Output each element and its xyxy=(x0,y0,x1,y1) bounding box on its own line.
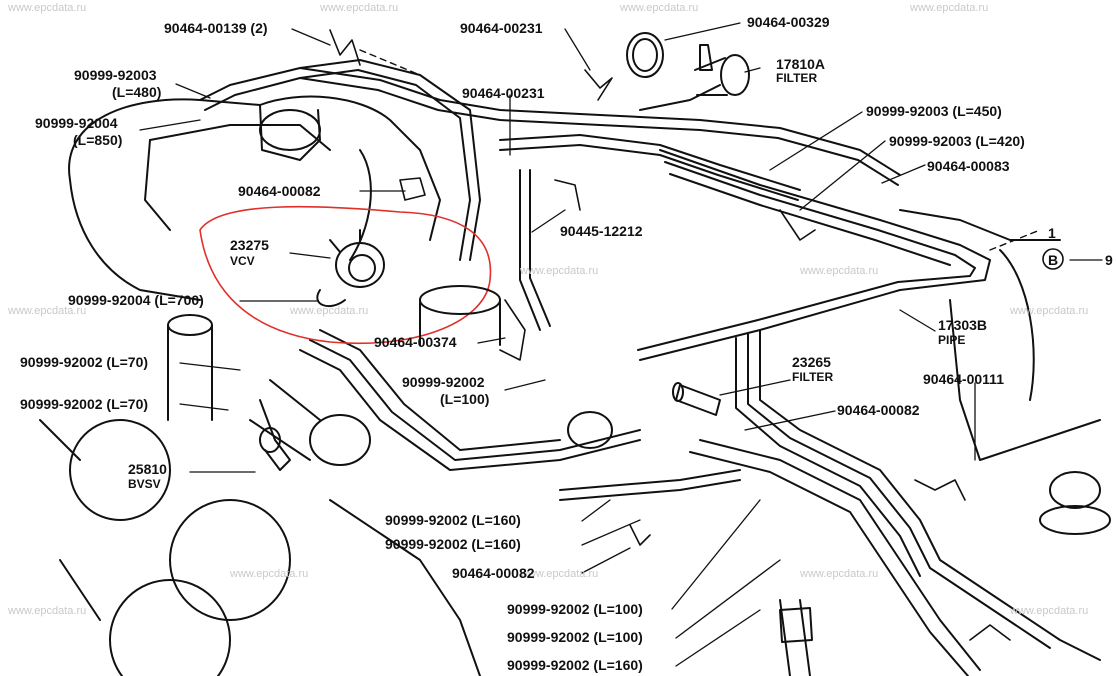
callout-90999-92002-l160-b: 90999-92002 (L=160) xyxy=(385,536,521,552)
pipe-bundle-right xyxy=(637,149,1101,676)
callout-23265-name: FILTER xyxy=(792,370,834,384)
callout-90999-92002-l100-a: 90999-92002 (L=100) xyxy=(507,601,643,617)
clamp-90464-00329 xyxy=(626,32,664,78)
watermark: www.epcdata.ru xyxy=(520,265,599,277)
watermark: www.epcdata.ru xyxy=(1010,305,1089,317)
callout-90999-92003-l480-length: (L=480) xyxy=(112,84,162,100)
callout-90999-92003-l420: 90999-92003 (L=420) xyxy=(889,133,1025,149)
callout-90999-92002-l160-c: 90999-92002 (L=160) xyxy=(507,657,643,673)
vcv-valve xyxy=(316,229,385,308)
watermark: www.epcdata.ru xyxy=(8,2,87,14)
callout-25810-name: BVSV xyxy=(128,477,161,491)
watermark: www.epcdata.ru xyxy=(8,605,87,617)
callout-90999-92004-l850-length: (L=850) xyxy=(73,132,123,148)
callout-25810: 25810 xyxy=(128,461,167,477)
callout-90999-92003-l480: 90999-92003 xyxy=(74,67,157,83)
watermark: www.epcdata.ru xyxy=(1010,605,1089,617)
callout-17810a: 17810A xyxy=(776,56,826,72)
callout-90464-00082-mid: 90464-00082 xyxy=(837,402,920,418)
callout-90464-00083: 90464-00083 xyxy=(927,158,1010,174)
callout-17303b: 17303B xyxy=(938,317,988,333)
callout-90999-92002-l100-mid-length: (L=100) xyxy=(440,391,490,407)
callout-90464-00329: 90464-00329 xyxy=(747,14,830,30)
filter-17810a xyxy=(694,44,750,96)
watermark: www.epcdata.ru xyxy=(520,568,599,580)
callout-23265: 23265 xyxy=(792,354,831,370)
leader-lines xyxy=(139,22,1103,667)
watermark: www.epcdata.ru xyxy=(910,2,989,14)
callout-90464-00082-upper: 90464-00082 xyxy=(238,183,321,199)
callout-90999-92002-l160-a: 90999-92002 (L=160) xyxy=(385,512,521,528)
callout-90464-00374: 90464-00374 xyxy=(374,334,457,350)
filter-23265 xyxy=(672,382,721,416)
watermark: www.epcdata.ru xyxy=(230,568,309,580)
reference-number-1: 1 xyxy=(1048,225,1056,241)
reference-b-letter: B xyxy=(1048,252,1059,268)
callout-90999-92004-l700: 90999-92004 (L=700) xyxy=(68,292,204,308)
air-cleaner-outline xyxy=(68,95,441,301)
bvsv-valve xyxy=(259,399,291,471)
callout-90999-92004-l850: 90999-92004 xyxy=(35,115,118,131)
watermark: www.epcdata.ru xyxy=(800,265,879,277)
reference-circle-b xyxy=(1042,248,1064,270)
watermark: www.epcdata.ru xyxy=(320,2,399,14)
watermark: www.epcdata.ru xyxy=(800,568,879,580)
callout-23275-name: VCV xyxy=(230,254,255,268)
fan-assembly xyxy=(39,419,481,676)
watermark: www.epcdata.ru xyxy=(290,305,369,317)
callout-17810a-name: FILTER xyxy=(776,71,818,85)
canisters xyxy=(167,285,1111,535)
callout-90464-00139: 90464-00139 (2) xyxy=(164,20,268,36)
dashed-leaders xyxy=(359,49,1041,251)
callout-90999-92002-l100-mid: 90999-92002 xyxy=(402,374,485,390)
callout-90464-00231-mid: 90464-00231 xyxy=(462,85,545,101)
callout-90464-00231-top: 90464-00231 xyxy=(460,20,543,36)
reference-b-continuation: 9 xyxy=(1105,252,1113,268)
engine-block-right xyxy=(779,209,1101,676)
hose-top-runs xyxy=(199,59,901,331)
watermark: www.epcdata.ru xyxy=(620,2,699,14)
callout-90999-92002-l100-b: 90999-92002 (L=100) xyxy=(507,629,643,645)
callout-17303b-name: PIPE xyxy=(938,333,966,347)
callout-90999-92002-l70-lower: 90999-92002 (L=70) xyxy=(20,396,149,412)
watermark: www.epcdata.ru xyxy=(8,305,87,317)
callout-90445-12212: 90445-12212 xyxy=(560,223,643,239)
hose-clamps xyxy=(329,29,1011,641)
callout-23275: 23275 xyxy=(230,237,269,253)
callout-90464-00082-lower: 90464-00082 xyxy=(452,565,535,581)
callout-90999-92003-l450: 90999-92003 (L=450) xyxy=(866,103,1002,119)
vcv-highlight-ring xyxy=(199,205,492,345)
callout-90999-92002-l70-upper: 90999-92002 (L=70) xyxy=(20,354,149,370)
callout-90464-00111: 90464-00111 xyxy=(923,371,1004,387)
